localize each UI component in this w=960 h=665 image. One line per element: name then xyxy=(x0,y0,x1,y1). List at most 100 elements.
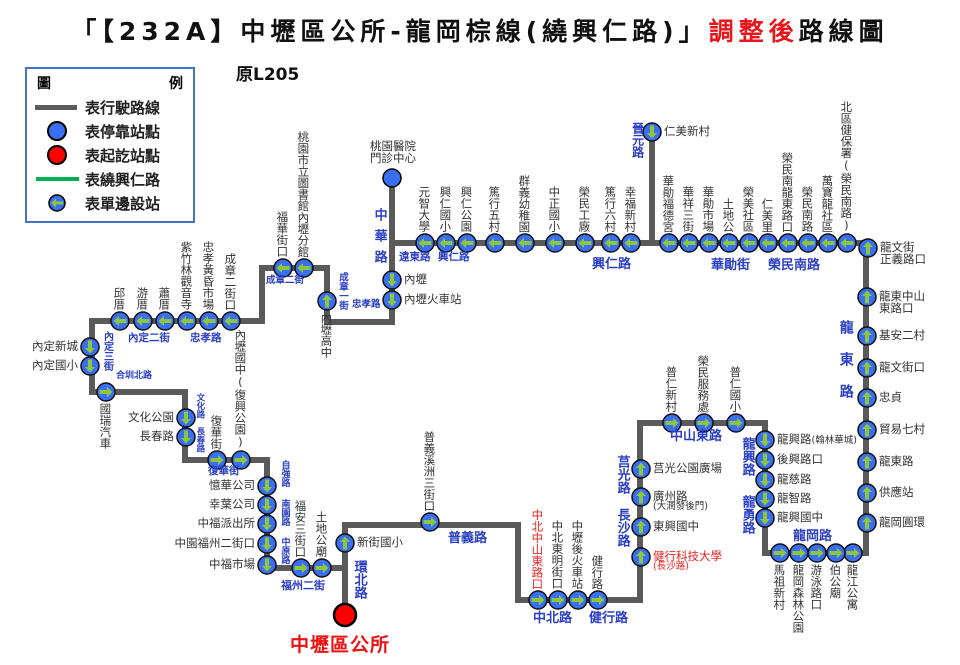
station-marker[interactable] xyxy=(843,543,863,563)
station-marker[interactable] xyxy=(857,452,877,472)
station-marker[interactable] xyxy=(601,233,621,253)
station-marker[interactable] xyxy=(755,470,775,490)
station-marker[interactable] xyxy=(568,590,588,610)
station-marker[interactable] xyxy=(176,408,196,428)
legend: 圖 例 表行駛路線 表停靠站點 表起訖站點 表繞興仁路 表單邊設站 xyxy=(25,67,195,223)
station-marker[interactable] xyxy=(221,311,241,331)
street-label: 龍興路 xyxy=(739,437,755,476)
arrow-right-icon xyxy=(531,595,545,605)
station-marker[interactable] xyxy=(858,238,878,258)
station-marker[interactable] xyxy=(545,233,565,253)
station-marker[interactable] xyxy=(755,450,775,470)
station-marker[interactable] xyxy=(110,311,130,331)
hospital-stop-marker[interactable] xyxy=(382,168,402,188)
station-marker[interactable] xyxy=(335,533,355,553)
station-marker[interactable] xyxy=(631,547,651,567)
station-marker[interactable] xyxy=(755,508,775,528)
station-label: 基安二村 xyxy=(879,329,925,341)
station-marker[interactable] xyxy=(155,311,175,331)
station-marker[interactable] xyxy=(789,543,809,563)
station-marker[interactable] xyxy=(662,413,682,433)
station-marker[interactable] xyxy=(80,337,100,357)
station-marker[interactable] xyxy=(798,233,818,253)
station-marker[interactable] xyxy=(257,514,277,534)
station-marker[interactable] xyxy=(857,388,877,408)
station-name: 華祥三街 xyxy=(681,186,696,232)
station-marker[interactable] xyxy=(631,517,651,537)
station-label: 龍慈路 xyxy=(777,473,812,485)
street-label: 興仁路 xyxy=(438,251,470,263)
station-marker[interactable] xyxy=(257,534,277,554)
station-marker[interactable] xyxy=(96,382,116,402)
station-marker[interactable] xyxy=(231,450,251,470)
station-marker[interactable] xyxy=(515,233,535,253)
station-name: 中園福州二街口 xyxy=(174,536,256,550)
legend-label: 表繞興仁路 xyxy=(85,171,161,189)
station-marker[interactable] xyxy=(726,413,746,433)
station-marker[interactable] xyxy=(857,483,877,503)
station-marker[interactable] xyxy=(257,555,277,575)
station-marker[interactable] xyxy=(273,258,293,278)
station-marker[interactable] xyxy=(857,358,877,378)
station-marker[interactable] xyxy=(739,233,759,253)
station-marker[interactable] xyxy=(415,233,435,253)
station-marker[interactable] xyxy=(857,326,877,346)
station-label: 普仁新村 xyxy=(664,366,678,412)
station-marker[interactable] xyxy=(642,122,662,142)
station-label: 內壢 xyxy=(404,273,427,285)
station-label: 仁美新村 xyxy=(664,125,710,137)
station-marker[interactable] xyxy=(857,287,877,307)
station-marker[interactable] xyxy=(420,512,440,532)
station-marker[interactable] xyxy=(631,487,651,507)
station-marker[interactable] xyxy=(317,291,337,311)
station-marker[interactable] xyxy=(857,513,877,533)
station-marker[interactable] xyxy=(699,233,719,253)
station-marker[interactable] xyxy=(199,311,219,331)
station-marker[interactable] xyxy=(755,430,775,450)
station-marker[interactable] xyxy=(133,311,153,331)
station-marker[interactable] xyxy=(778,233,798,253)
station-marker[interactable] xyxy=(770,543,790,563)
station-name: 忠貞 xyxy=(879,390,902,404)
station-marker[interactable] xyxy=(755,489,775,509)
station-name: 榮民服務處 xyxy=(696,354,711,413)
station-marker[interactable] xyxy=(528,590,548,610)
station-marker[interactable] xyxy=(826,543,846,563)
station-name: 龍文街 正義路口 xyxy=(880,240,926,267)
station-marker[interactable] xyxy=(382,270,402,290)
station-marker[interactable] xyxy=(857,420,877,440)
station-marker[interactable] xyxy=(719,233,739,253)
station-marker[interactable] xyxy=(588,590,608,610)
station-marker[interactable] xyxy=(575,233,595,253)
station-marker[interactable] xyxy=(257,495,277,515)
station-name: 中福市場 xyxy=(209,557,255,571)
station-name: 普義溪洲三街口 xyxy=(422,430,437,512)
station-marker[interactable] xyxy=(621,233,641,253)
station-marker[interactable] xyxy=(659,233,679,253)
station-marker[interactable] xyxy=(382,290,402,310)
arrow-up-icon xyxy=(862,455,872,469)
station-marker[interactable] xyxy=(631,459,651,479)
origin-terminal-marker[interactable] xyxy=(332,602,358,628)
station-marker[interactable] xyxy=(457,233,477,253)
station-marker[interactable] xyxy=(485,233,505,253)
station-marker[interactable] xyxy=(312,558,332,578)
station-name: 龍東路 xyxy=(879,454,914,468)
station-marker[interactable] xyxy=(548,590,568,610)
station-marker[interactable] xyxy=(291,558,311,578)
station-name: 華勛市場 xyxy=(701,186,716,232)
station-marker[interactable] xyxy=(80,356,100,376)
station-marker[interactable] xyxy=(177,311,197,331)
station-marker[interactable] xyxy=(758,233,778,253)
station-marker[interactable] xyxy=(818,233,838,253)
station-marker[interactable] xyxy=(294,258,314,278)
station-marker[interactable] xyxy=(257,476,277,496)
station-marker[interactable] xyxy=(679,233,699,253)
station-marker[interactable] xyxy=(837,233,857,253)
station-marker[interactable] xyxy=(207,450,227,470)
station-name: 國瑞汽車 xyxy=(98,403,113,449)
station-marker[interactable] xyxy=(807,543,827,563)
station-marker[interactable] xyxy=(176,427,196,447)
station-marker[interactable] xyxy=(436,233,456,253)
station-marker[interactable] xyxy=(694,413,714,433)
